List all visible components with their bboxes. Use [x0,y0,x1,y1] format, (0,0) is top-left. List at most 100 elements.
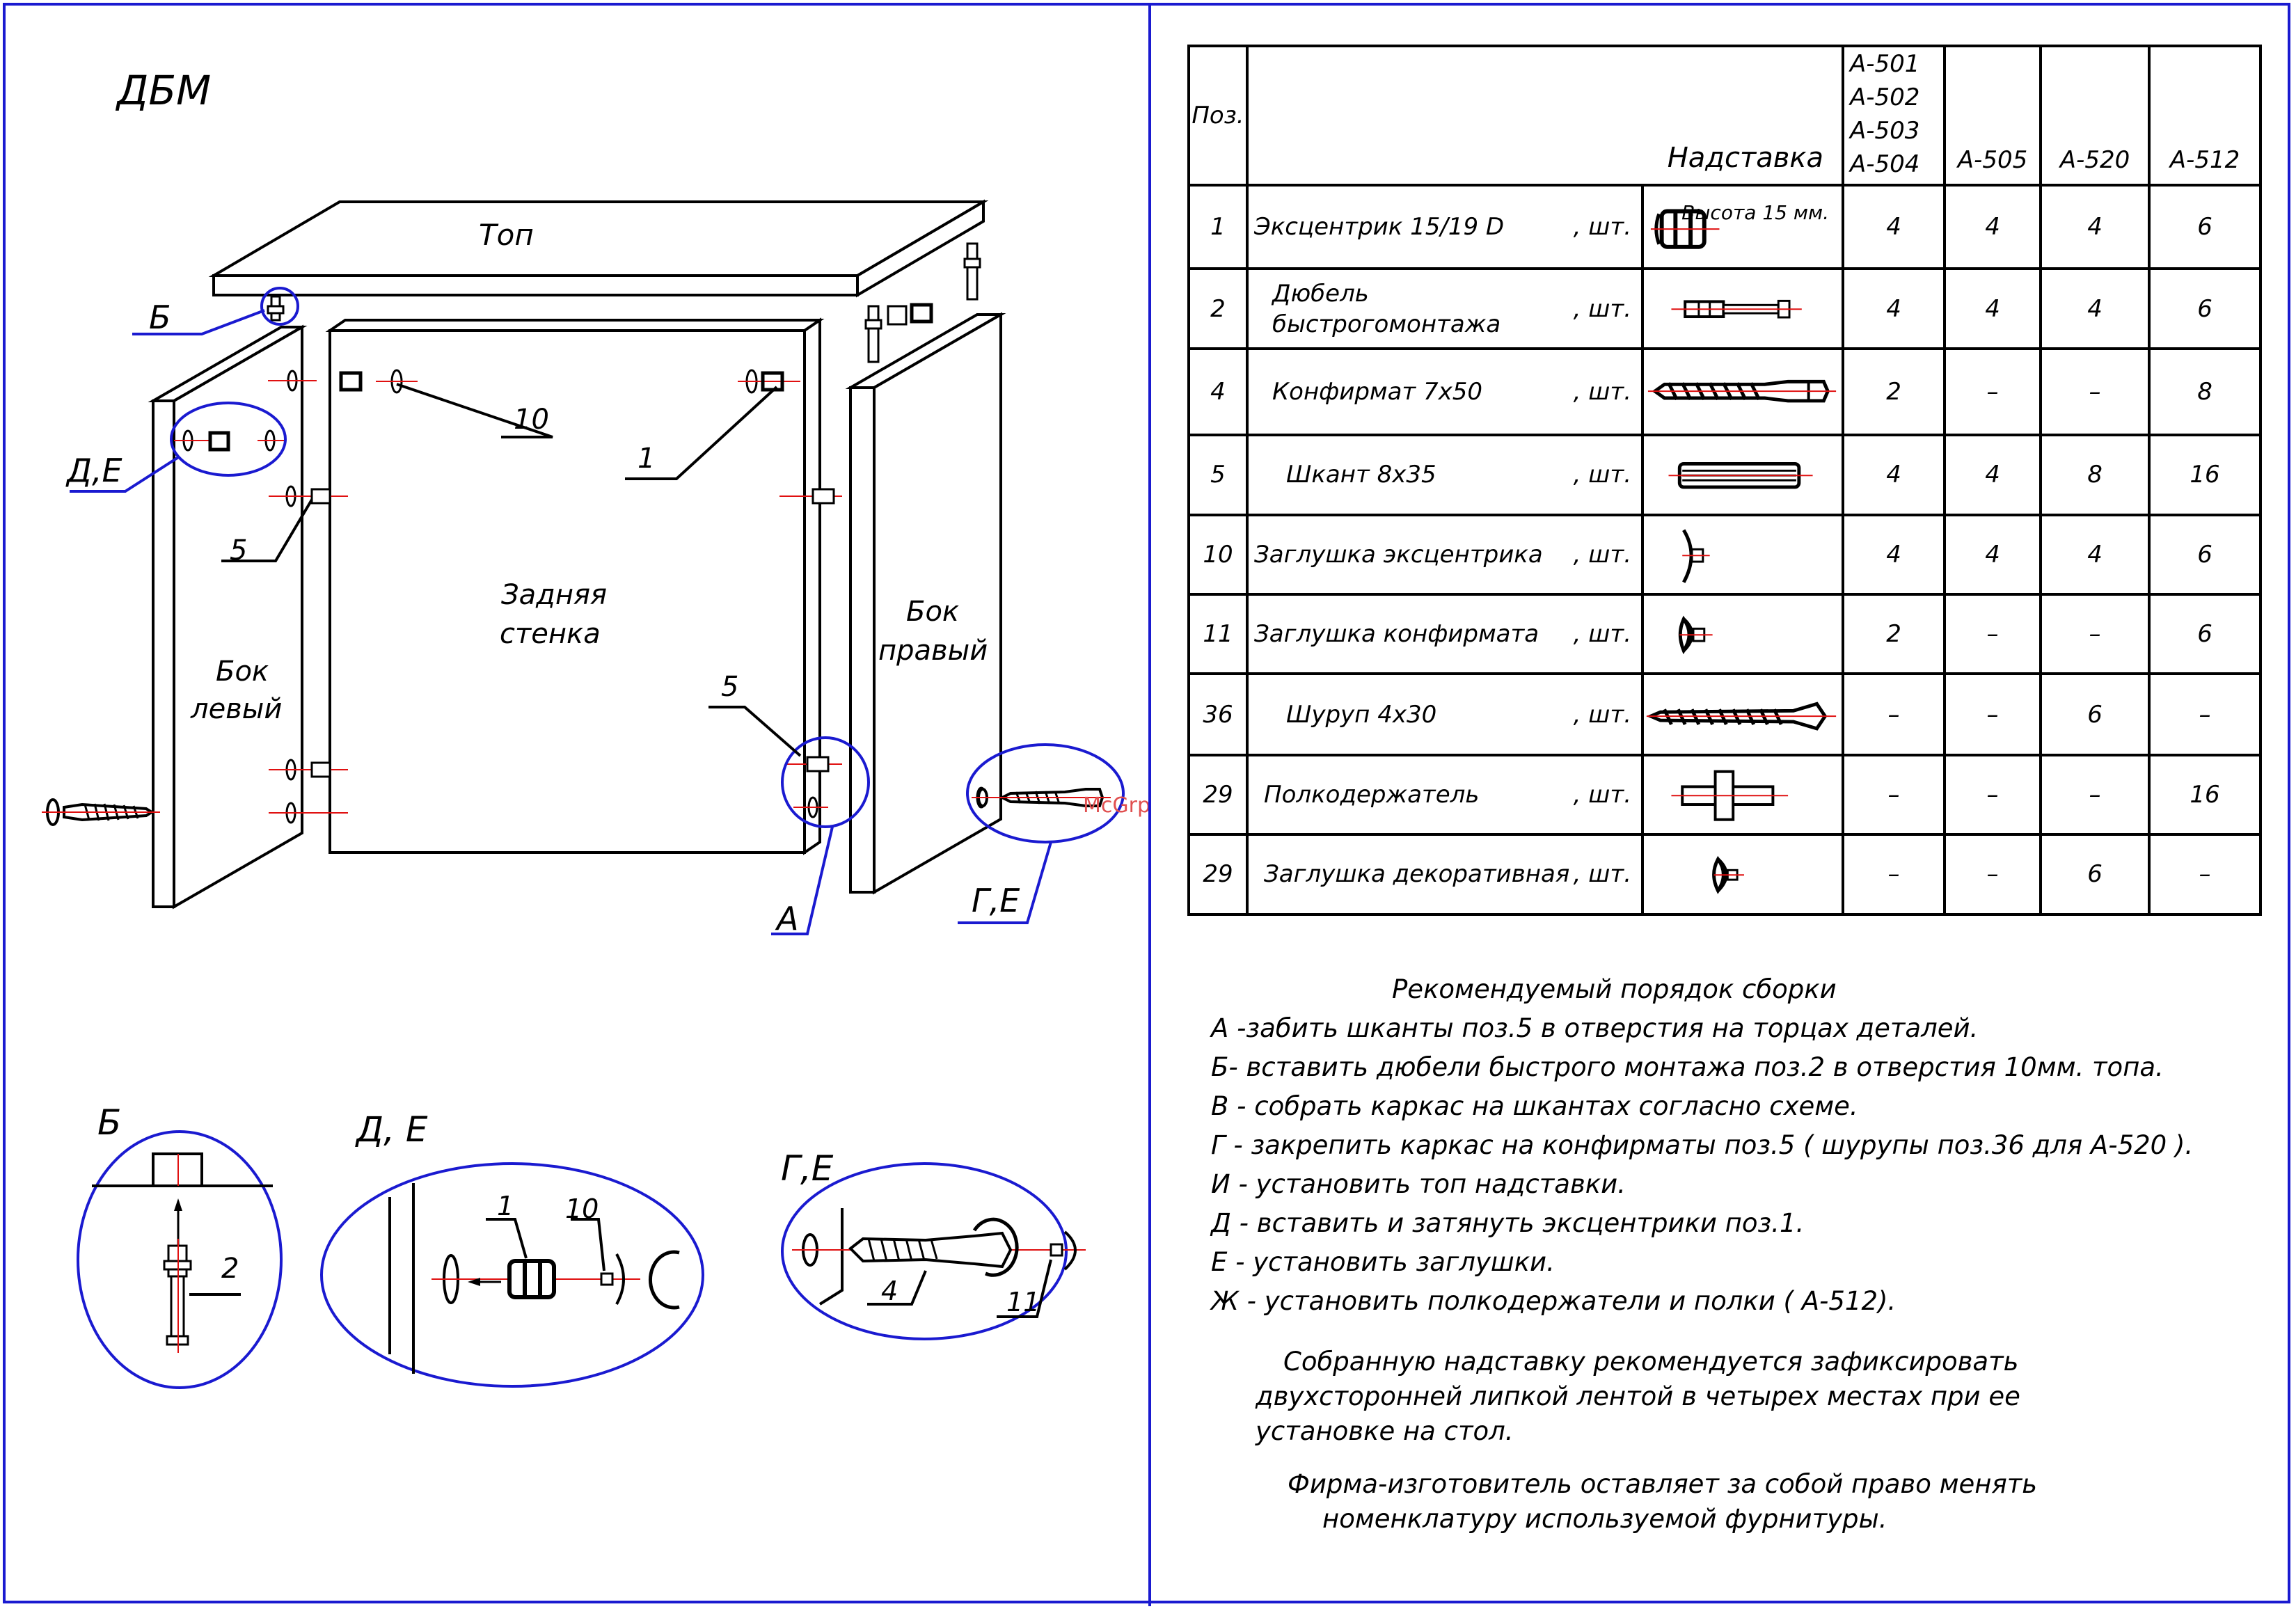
label-right-side-1: Бок [906,596,959,628]
row-pos: 1 [1187,183,1249,271]
eccentric-cap-icon [1640,513,1845,596]
part-unit: , шт. [1573,377,1631,406]
hole-axes [174,380,842,814]
fixing-note: Собранную надставку рекомендуется зафикс… [1211,1345,2269,1449]
assembly-step: Г - закрепить каркас на конфирматы поз.5… [1211,1130,2194,1160]
detail-de-title: Д, Е [355,1109,428,1150]
header-a520: А-520 [2039,45,2151,187]
qty-a520: – [2039,592,2151,676]
top-connectors [267,242,981,363]
qty-a512: 6 [2148,592,2263,676]
qty-a501: 4 [1842,513,1947,596]
callout-labels: Б Д,Е А Г,Е [65,299,1020,937]
item-number-1: 1 [638,443,655,475]
qty-a520: 8 [2039,434,2151,516]
right-side-panel [845,312,1006,895]
part-unit: , шт. [1573,294,1631,323]
callout-label-ge: Г,Е [972,882,1020,919]
qty-a512: 6 [2148,183,2263,271]
table-row: 10 Заглушка эксцентрика, шт. 4 4 4 6 [1187,513,2263,596]
number-leaders [221,383,802,757]
eccentric-icon: Высота 15 мм. [1640,183,1845,271]
callout-label-de: Д,Е [65,452,122,489]
screw-icon [1640,672,1845,756]
part-unit: , шт. [1573,461,1631,489]
qty-a520: – [2039,347,2151,437]
top-panel [208,199,989,298]
notes-title: Рекомендуемый порядок сборки [1392,974,1837,1004]
assembly-step: Б- вставить дюбели быстрого монтажа поз.… [1211,1052,2164,1082]
header-a505: А-505 [1943,45,2043,187]
part-name: Заглушка конфирмата [1254,620,1539,649]
table-row: 1 Эксцентрик 15/19 D, шт. Высота 15 мм. … [1187,183,2263,271]
label-left-side-2: левый [190,693,282,725]
header-model: А-503 [1850,117,1920,145]
row-name: Эксцентрик 15/19 D, шт. [1246,183,1644,271]
header-a512: А-512 [2148,45,2263,187]
part-name: Эксцентрик 15/19 D [1254,213,1505,241]
detail-b [77,1130,283,1389]
note-line: 15 мм. [1762,201,1830,224]
qty-a512: 8 [2148,347,2263,437]
assembly-step: Ж - установить полкодержатели и полки ( … [1211,1286,1897,1316]
part-name: Конфирмат 7х50 [1272,377,1483,406]
callout-circle-a [781,736,870,828]
part-unit: , шт. [1573,781,1631,809]
header-models-a501-a504: А-501 А-502 А-503 А-504 [1842,45,1947,187]
callout-circle-de [170,402,287,477]
detail-de [320,1162,704,1388]
callout-circles [170,287,1125,843]
row-name: Заглушка декоративная, шт. [1246,833,1644,916]
note-line: установке на стол. [1256,1416,1514,1446]
part-name: Шуруп 4х30 [1286,700,1437,729]
row-name: Шкант 8х35, шт. [1246,434,1644,516]
callout-circle-b [260,287,299,326]
header-model: А-501 [1850,50,1920,78]
header-model: А-502 [1850,84,1920,111]
qty-a501: – [1842,672,1947,756]
qty-a520: – [2039,753,2151,837]
header-model: А-504 [1850,150,1920,178]
shelf-support-icon [1640,753,1845,837]
table-row: 36 Шуруп 4х30, шт. – – 6 – [1187,672,2263,756]
detail-ge-number-4: 4 [881,1276,898,1306]
row-name: Полкодержатель , шт. [1246,753,1644,837]
row-pos: 36 [1187,672,1249,756]
decor-cap-icon [1640,833,1845,916]
label-right-side-2: правый [878,635,988,667]
label-left-side-1: Бок [216,656,269,688]
row-pos: 5 [1187,434,1249,516]
sheet-divider [1148,3,1151,1606]
qty-a501: 4 [1842,183,1947,271]
manufacturer-note: Фирма-изготовитель оставляет за собой пр… [1211,1467,2269,1537]
qty-a505: – [1943,672,2043,756]
assembly-step: В - собрать каркас на шкантах согласно с… [1211,1091,1858,1121]
row-pos: 11 [1187,592,1249,676]
sheet-frame [3,3,2290,1603]
note-line: Собранную надставку рекомендуется зафикс… [1283,1347,2019,1377]
row-pos: 29 [1187,753,1249,837]
qty-a512: – [2148,833,2263,916]
qty-a512: – [2148,672,2263,756]
qty-a501: – [1842,833,1947,916]
detail-b-title: Б [97,1102,121,1143]
qty-a512: 16 [2148,753,2263,837]
table-row: 4 Конфирмат 7х50, шт. 2 – – 8 [1187,347,2263,437]
note-line: Фирма-изготовитель оставляет за собой пр… [1288,1469,2038,1499]
part-name: Дюбель быстрогомонтажа [1254,278,1574,340]
item-number-10: 10 [514,404,549,436]
assembly-step: Е - установить заглушки. [1211,1247,1555,1277]
qty-a501: 4 [1842,434,1947,516]
part-unit: , шт. [1573,860,1631,889]
row-pos: 29 [1187,833,1249,916]
part-name: Заглушка декоративная [1264,860,1570,889]
qty-a512: 16 [2148,434,2263,516]
part-name: Полкодержатель [1264,781,1480,809]
qty-a520: 6 [2039,833,2151,916]
qty-a520: 6 [2039,672,2151,756]
qty-a505: 4 [1943,267,2043,350]
assembly-step: И - установить топ надставки. [1211,1169,1626,1199]
callout-label-b: Б [149,299,171,336]
row-name: Заглушка эксцентрика, шт. [1246,513,1644,596]
